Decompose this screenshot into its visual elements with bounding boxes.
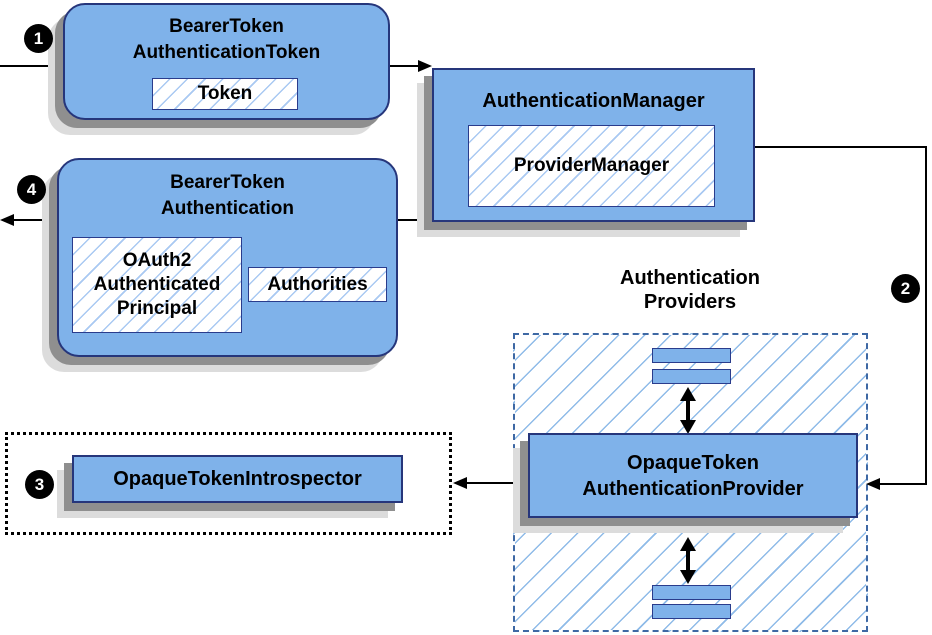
authentication-providers-label: Authentication Providers: [580, 266, 800, 314]
flow4-from-manager-line: [398, 219, 432, 221]
flow1-incoming-line: [0, 65, 63, 67]
flow1-to-manager-line: [390, 65, 420, 67]
authentication-manager-box: AuthenticationManager ProviderManager: [432, 68, 755, 222]
arrow-up-icon: [680, 387, 696, 401]
bearer-token-authentication-token-title: BearerToken AuthenticationToken: [65, 14, 388, 66]
other-provider-rect-bottom-2: [652, 604, 731, 619]
introspector-dotted-frame: [5, 432, 452, 535]
flow2-arrowhead-icon: [866, 478, 880, 490]
provider-manager-chip-label: ProviderManager: [513, 155, 670, 176]
token-chip-label: Token: [197, 83, 253, 104]
title-line1: BearerToken: [169, 16, 284, 37]
title-line1: OpaqueToken: [627, 451, 759, 474]
principal-line2: Authenticated: [93, 274, 221, 295]
oauth2-authenticated-principal-chip: OAuth2 Authenticated Principal: [72, 237, 242, 333]
authorities-chip-label: Authorities: [267, 273, 368, 295]
step-3-number: 3: [34, 474, 45, 494]
arrow-up-icon: [680, 537, 696, 551]
step-4-number: 4: [26, 179, 37, 199]
bearer-token-authentication-box: BearerToken Authentication OAuth2 Authen…: [57, 158, 398, 357]
authentication-providers-label-line2: Providers: [643, 291, 737, 313]
arrow-shaft: [686, 398, 690, 423]
opaque-token-authentication-provider-box: OpaqueToken AuthenticationProvider: [528, 433, 858, 518]
authentication-providers-label-line1: Authentication: [620, 267, 760, 289]
providers-link-arrow-bottom: [680, 537, 696, 584]
flow3-arrowhead-icon: [453, 477, 467, 489]
step-2-number: 2: [900, 278, 911, 298]
principal-line3: Principal: [116, 298, 198, 319]
title-line2: AuthenticationToken: [132, 42, 321, 63]
title-line2: Authentication: [161, 198, 294, 219]
opaque-token-introspector-box: OpaqueTokenIntrospector: [72, 455, 403, 503]
opaque-token-authentication-provider-title: OpaqueToken AuthenticationProvider: [582, 450, 803, 502]
flow1-arrowhead-icon: [418, 60, 432, 72]
title-line2: AuthenticationProvider: [582, 477, 804, 500]
flow4-arrowhead-icon: [0, 214, 14, 226]
authentication-manager-title: AuthenticationManager: [482, 90, 705, 112]
flow4-outgoing-line: [12, 219, 57, 221]
arrow-shaft: [686, 548, 690, 573]
token-chip: Token: [152, 78, 298, 110]
authorities-chip: Authorities: [248, 267, 387, 302]
step-2-badge: 2: [891, 274, 920, 303]
flow2-top-line: [755, 146, 927, 148]
step-1-number: 1: [33, 28, 44, 48]
other-provider-rect-top-2: [652, 369, 731, 384]
providers-link-arrow-top: [680, 387, 696, 434]
flow2-down-line: [925, 146, 927, 484]
provider-manager-chip: ProviderManager: [468, 125, 715, 207]
arrow-down-icon: [680, 570, 696, 584]
step-3-badge: 3: [25, 470, 54, 499]
step-1-badge: 1: [24, 24, 53, 53]
opaque-token-introspector-title: OpaqueTokenIntrospector: [113, 468, 362, 490]
step-4-badge: 4: [17, 175, 46, 204]
flow3-line: [466, 482, 528, 484]
bearer-token-authentication-title: BearerToken Authentication: [59, 170, 396, 222]
bearer-token-authentication-token-box: BearerToken AuthenticationToken Token: [63, 3, 390, 120]
other-provider-rect-top-1: [652, 348, 731, 363]
other-provider-rect-bottom-1: [652, 585, 731, 600]
arrow-down-icon: [680, 420, 696, 434]
principal-line1: OAuth2: [122, 250, 192, 271]
title-line1: BearerToken: [170, 172, 285, 193]
flow2-into-provider-line: [879, 483, 927, 485]
